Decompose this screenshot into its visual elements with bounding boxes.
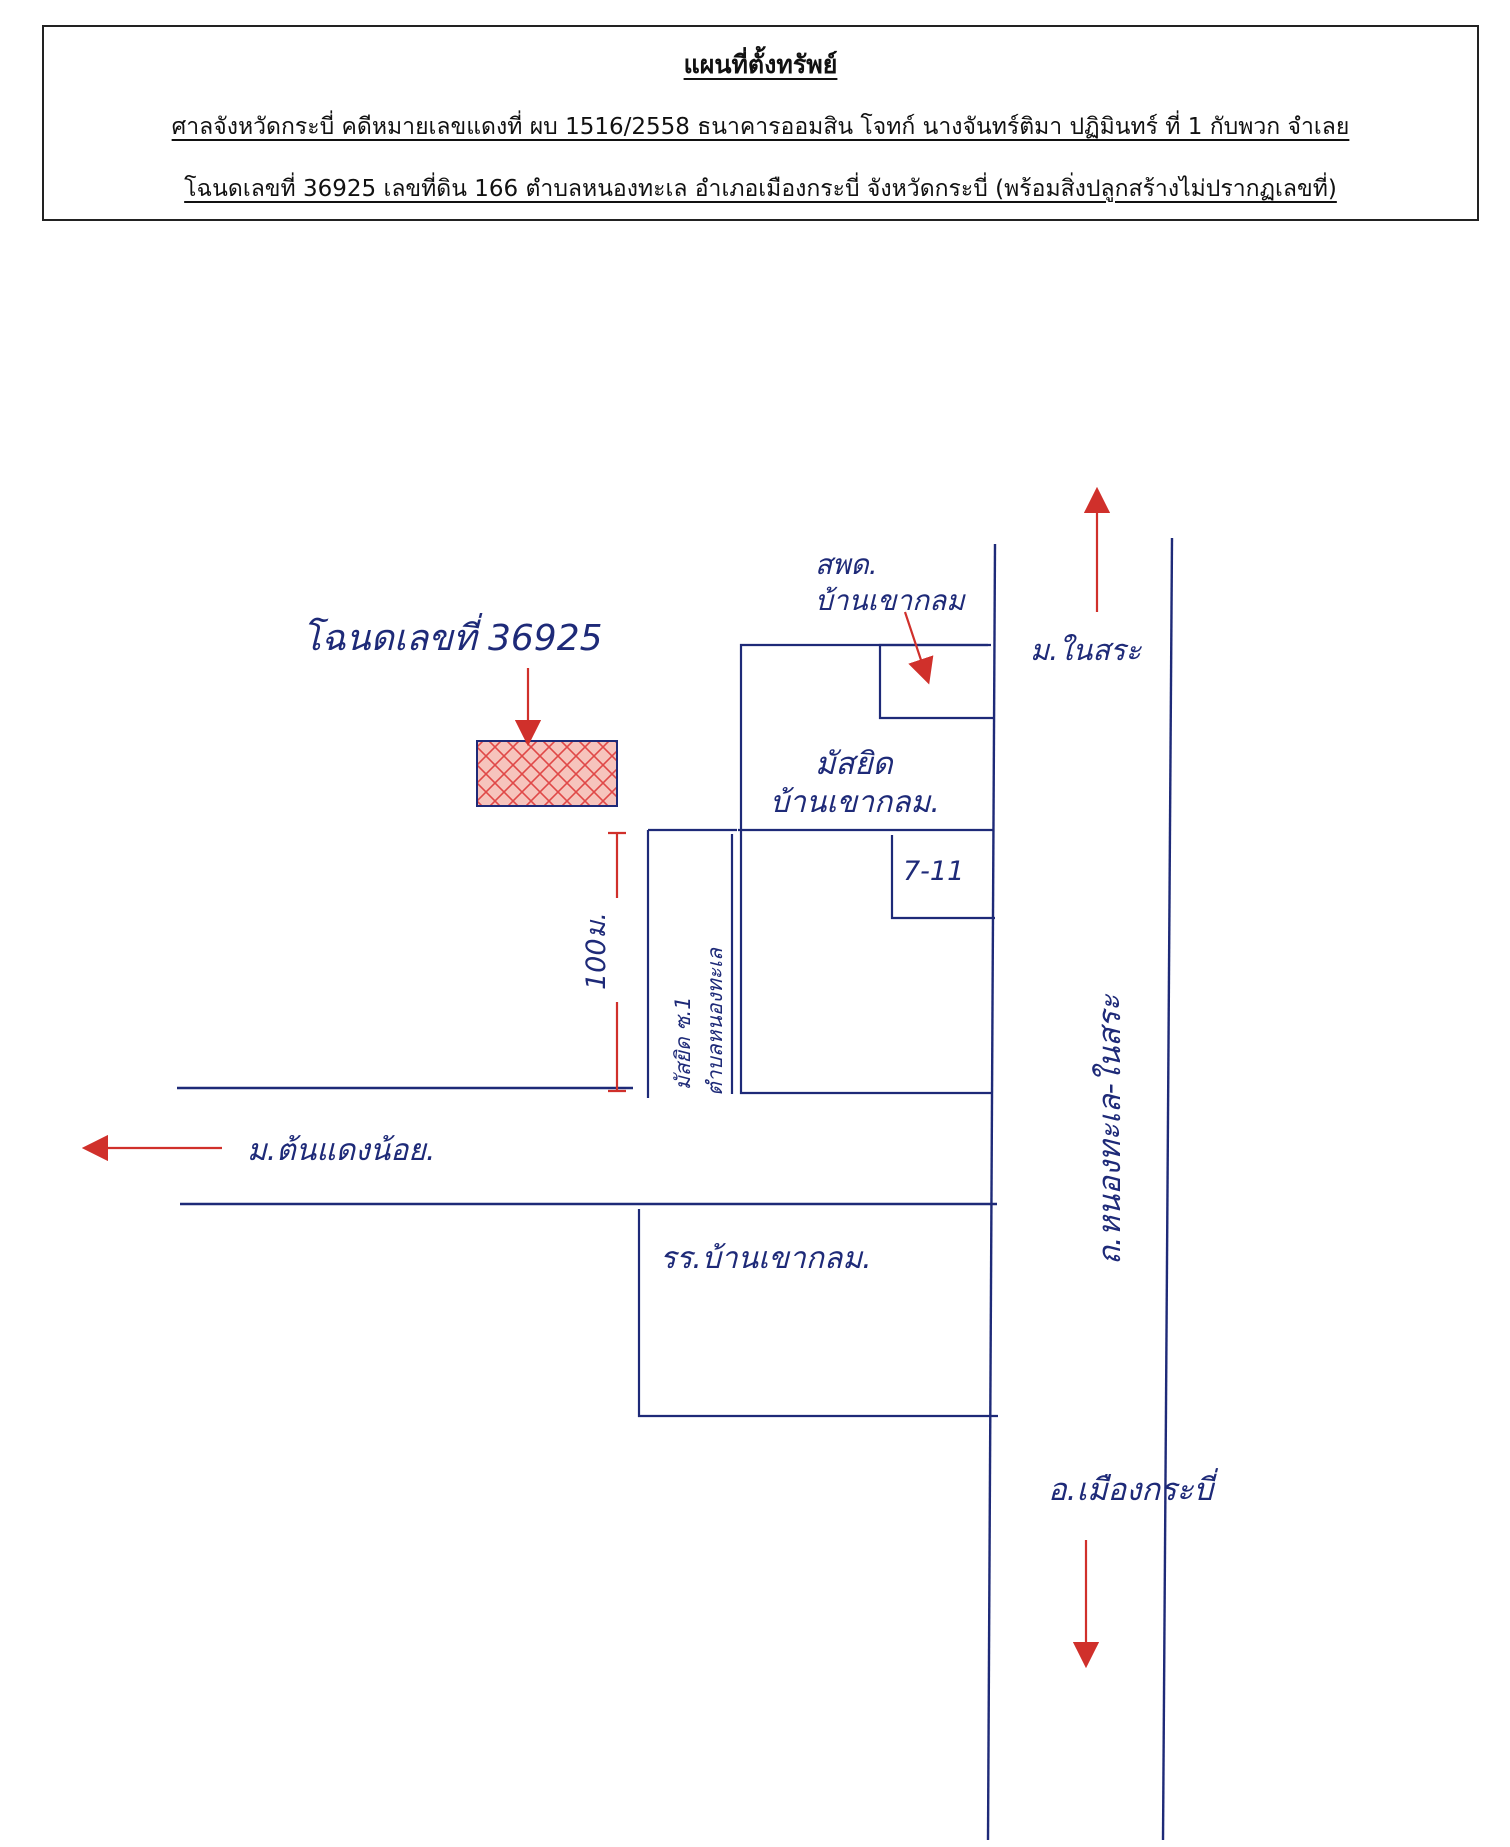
case-details: ศาลจังหวัดกระบี่ คดีหมายเลขแดงที่ ผบ 151…	[171, 114, 1350, 140]
header-box: แผนที่ตั้งทรัพย์ ศาลจังหวัดกระบี่ คดีหมา…	[42, 25, 1479, 221]
mosque-road-label-2: ตำบลหนองทะเล	[703, 947, 727, 1096]
main-road-label: ถ.หนองทะเล-ในสระ	[1092, 993, 1128, 1265]
side-road	[177, 1086, 997, 1206]
deed-label: โฉนดเลขที่ 36925	[302, 612, 603, 659]
health-center-pointer-arrow	[903, 611, 934, 685]
deed-details: โฉนดเลขที่ 36925 เลขที่ดิน 166 ตำบลหนองท…	[184, 176, 1337, 202]
subject-property-outline	[476, 740, 618, 807]
school-plot	[637, 1209, 998, 1418]
main-road	[986, 537, 1174, 1841]
subject-property	[476, 740, 618, 807]
seven-eleven-label: 7-11	[903, 856, 964, 887]
mosque-label-1: มัสยิด	[815, 746, 895, 782]
school-label: รร.บ้านเขากลม.	[660, 1241, 872, 1276]
village-west-label: ม.ต้นแดงน้อย.	[247, 1133, 435, 1168]
block-outline	[739, 643, 993, 1095]
building-block	[738, 643, 995, 1095]
seven-eleven-plot	[890, 835, 995, 920]
distance-label: 100ม.	[581, 912, 612, 990]
mosque-label-2: บ้านเขากลม.	[770, 785, 940, 820]
district-south-label: อ.เมืองกระบี่	[1048, 1468, 1219, 1508]
main-road-right-edge	[1161, 537, 1174, 1841]
health-center-label-2: บ้านเขากลม	[815, 584, 966, 617]
map-title: แผนที่ตั้งทรัพย์	[683, 50, 838, 79]
mosque-road-label-1: มัสยิด ซ.1	[671, 996, 695, 1090]
health-center-plot	[878, 643, 993, 720]
main-road-left-edge	[986, 543, 997, 1841]
health-center-label-1: สพด.	[815, 548, 878, 581]
mosque-lane	[646, 828, 737, 1098]
village-north-label: ม.ในสระ	[1030, 633, 1143, 667]
